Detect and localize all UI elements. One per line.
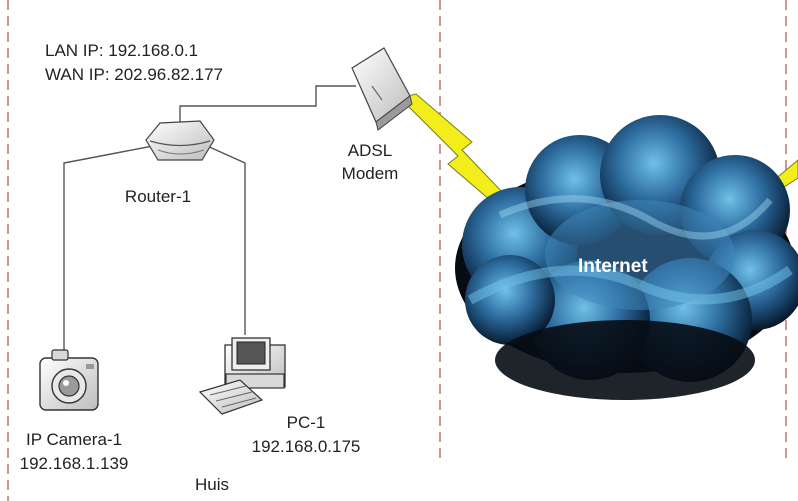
- link-router-pc: [204, 144, 246, 335]
- pc-ip-label: 192.168.0.175: [251, 437, 361, 456]
- camera-ip-label: 192.168.1.139: [19, 454, 129, 473]
- router-lan-ip-label: LAN IP: 192.168.0.1: [45, 41, 199, 60]
- modem-label-line2: Modem: [341, 164, 399, 183]
- modem-label-line1: ADSL: [347, 141, 393, 160]
- camera-name-label: IP Camera-1: [25, 430, 123, 449]
- router-name-label: Router-1: [124, 187, 192, 206]
- link-router-modem: [179, 85, 356, 130]
- pc-icon: [198, 337, 286, 415]
- link-router-camera: [63, 144, 159, 355]
- router-wan-ip-label: WAN IP: 202.96.82.177: [45, 65, 223, 84]
- router-icon: [145, 120, 215, 161]
- modem-icon: [351, 47, 413, 131]
- internet-label: Internet: [578, 256, 648, 277]
- pc-name-label: PC-1: [286, 413, 326, 432]
- zone-label: Huis: [194, 475, 230, 494]
- internet-cloud: [455, 115, 798, 400]
- camera-icon: [39, 349, 99, 411]
